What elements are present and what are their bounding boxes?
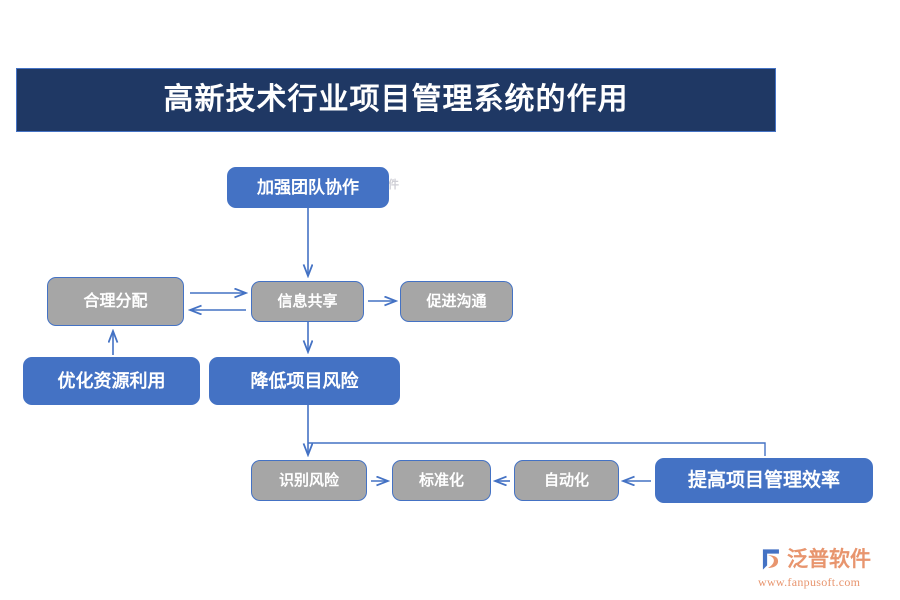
logo-name: 泛普软件 (787, 548, 871, 571)
edge-efficiency-elbow-to-identifyrisk (308, 442, 766, 456)
node-automation[interactable]: 自动化 (514, 460, 619, 501)
node-label: 信息共享 (277, 293, 338, 310)
brand-logo: 泛普软件 www.fanpusoft.com (757, 543, 893, 591)
logo-url: www.fanpusoft.com (758, 575, 861, 589)
node-standardization[interactable]: 标准化 (392, 460, 491, 501)
node-promote-communication[interactable]: 促进沟通 (400, 281, 513, 322)
fanpu-logo-icon (762, 549, 779, 570)
node-information-sharing[interactable]: 信息共享 (251, 281, 364, 322)
node-label: 自动化 (543, 472, 589, 489)
title-banner: 高新技术行业项目管理系统的作用 (16, 68, 776, 132)
node-identify-risk[interactable]: 识别风险 (251, 460, 367, 501)
node-label: 促进沟通 (426, 293, 487, 310)
logo-row: 泛普软件 (757, 546, 871, 573)
node-optimize-resource-utilization[interactable]: 优化资源利用 (23, 357, 200, 405)
page-title: 高新技术行业项目管理系统的作用 (163, 83, 629, 116)
node-label: 降低项目风险 (250, 371, 359, 391)
node-label: 识别风险 (278, 472, 339, 489)
node-reasonable-allocation[interactable]: 合理分配 (47, 277, 184, 326)
node-reduce-project-risk[interactable]: 降低项目风险 (209, 357, 400, 405)
node-label: 优化资源利用 (57, 371, 166, 391)
node-improve-project-management-efficiency[interactable]: 提高项目管理效率 (655, 458, 873, 503)
node-label: 提高项目管理效率 (687, 470, 840, 491)
node-label: 加强团队协作 (257, 178, 359, 197)
node-strengthen-team-collaboration[interactable]: 加强团队协作 (227, 167, 389, 208)
node-label: 标准化 (418, 472, 464, 489)
node-label: 合理分配 (83, 292, 148, 310)
